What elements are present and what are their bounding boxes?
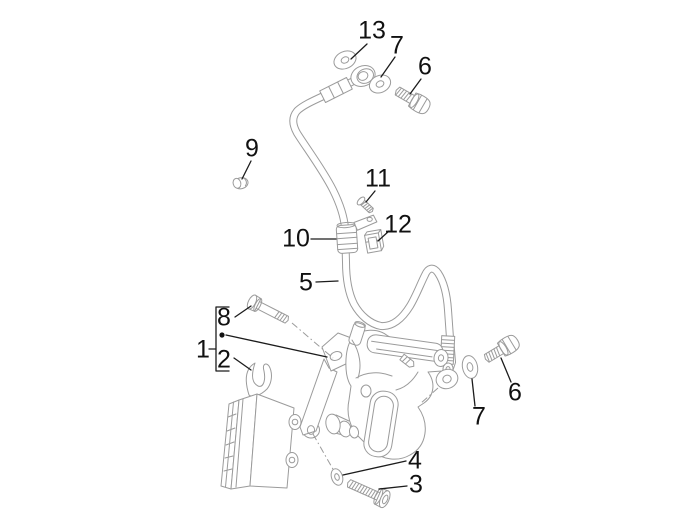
leader-5 [315,280,339,283]
clamp-screw-11 [356,196,374,214]
brake-caliper [299,321,454,460]
callout-6-right: 6 [508,378,522,407]
caliper-bullet-dot [219,332,225,338]
caliper-detail-lines [351,339,419,391]
washer-7-right [461,355,479,379]
banjo-bolt-6-top [394,86,431,115]
hose-clamp-10 [335,214,378,254]
caliper-banjo-lug [348,321,366,346]
group-bracket-1 [208,306,230,372]
assembly-dash-lines [291,322,439,472]
socket-bolt-3 [346,479,391,509]
leader-6-right [500,357,512,383]
banjo-bolt-6-right [483,334,520,363]
callout-1: 1 [196,335,210,364]
callout-7-top: 7 [390,31,404,60]
hose-crimp-sleeve-top [319,77,353,103]
leader-7-top [380,56,396,78]
pad-plate-right [249,393,295,489]
washer-4 [330,468,344,486]
callout-12: 12 [384,210,412,239]
clip-nut-12 [364,228,385,254]
leader-2 [233,357,252,371]
washer-7-top [368,74,392,94]
mounting-bolt-8 [246,294,289,324]
banjo-fitting-bottom [435,368,459,390]
callout-4: 4 [408,446,422,475]
bleed-nipple [399,353,415,368]
callout-2: 2 [217,345,231,374]
callout-9: 9 [245,134,259,163]
pad-spring-clip [245,362,272,397]
callout-10: 10 [282,224,310,253]
leader-12 [377,230,390,242]
push-nut-9 [232,177,249,190]
leader-4 [342,460,407,476]
callout-8: 8 [217,303,231,332]
callout-6-top: 6 [418,52,432,81]
banjo-fitting-top [350,65,376,87]
callout-13: 13 [358,16,386,45]
leader-6-top [409,78,422,95]
caliper-piston-boss [325,413,360,439]
pad-ear-bottom [285,452,299,468]
leader-7-right [471,378,476,407]
pad-ear-top [288,414,302,430]
callout-11: 11 [365,164,391,193]
callout-3: 3 [409,470,423,499]
leader-8 [234,305,252,318]
callout-5: 5 [299,268,313,297]
washer-13 [333,50,357,70]
leader-11 [365,190,376,203]
callout-7-right: 7 [472,402,486,431]
leader-caliper-dot [225,334,328,358]
leader-13 [350,43,368,60]
leader-lines [208,43,512,490]
leader-9 [241,160,252,180]
leader-3 [378,485,408,490]
caliper-pad-window [363,390,399,458]
brake-pads [220,362,302,490]
